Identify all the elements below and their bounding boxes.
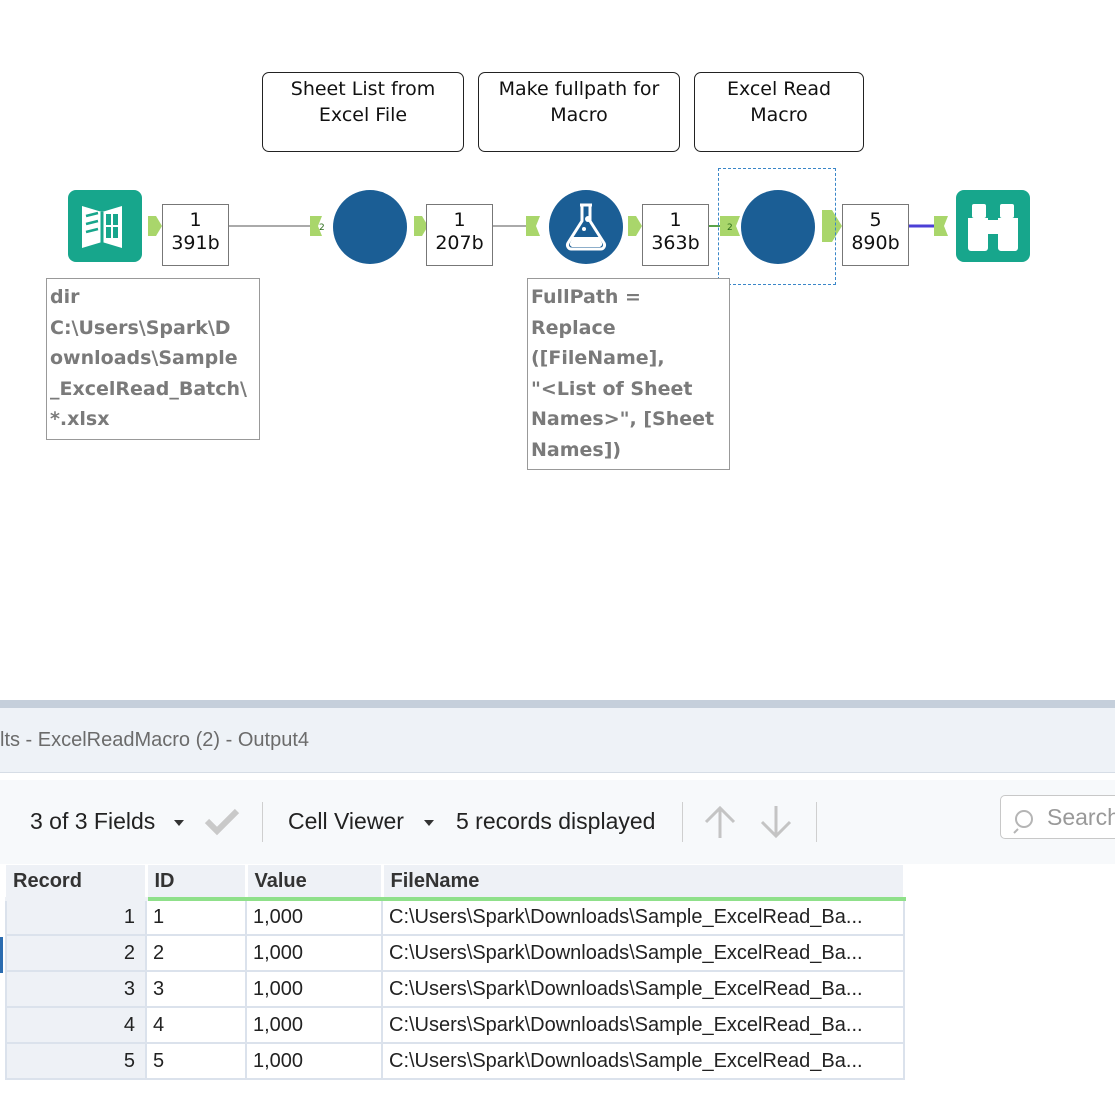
record-cell[interactable]: 4 <box>5 1006 147 1044</box>
data-size: 890b <box>851 232 900 254</box>
search-input[interactable]: Search <box>1000 795 1115 839</box>
table-row[interactable]: 2 2 1,000 C:\Users\Spark\Downloads\Sampl… <box>5 934 905 972</box>
results-title-bar: lts - ExcelReadMacro (2) - Output4 <box>0 708 1115 773</box>
filename-cell[interactable]: C:\Users\Spark\Downloads\Sample_ExcelRea… <box>381 1006 905 1044</box>
data-size: 391b <box>171 232 220 254</box>
results-table: Record ID Value FileName 1 1 1,000 C:\Us… <box>5 865 906 1080</box>
toolbar-divider <box>816 802 817 842</box>
input-anchor[interactable] <box>526 216 540 236</box>
output-anchor[interactable] <box>628 216 642 236</box>
macro-tool-icon[interactable] <box>332 189 408 270</box>
table-row[interactable]: 4 4 1,000 C:\Users\Spark\Downloads\Sampl… <box>5 1006 905 1044</box>
table-header-row: Record ID Value FileName <box>6 865 906 901</box>
id-cell[interactable]: 4 <box>145 1006 247 1044</box>
column-header-id[interactable]: ID <box>146 865 248 901</box>
table-row[interactable]: 1 1 1,000 C:\Users\Spark\Downloads\Sampl… <box>5 898 905 936</box>
filename-cell[interactable]: C:\Users\Spark\Downloads\Sample_ExcelRea… <box>381 970 905 1008</box>
input-anchor[interactable] <box>310 216 322 236</box>
cell-viewer-dropdown[interactable]: Cell Viewer <box>288 808 404 834</box>
chevron-down-icon[interactable] <box>424 820 434 826</box>
connection-wires: 2 2 <box>148 210 948 242</box>
record-count: 1 <box>453 209 466 231</box>
table-row[interactable]: 5 5 1,000 C:\Users\Spark\Downloads\Sampl… <box>5 1042 905 1080</box>
checkmark-icon[interactable] <box>204 806 240 841</box>
filename-cell[interactable]: C:\Users\Spark\Downloads\Sample_ExcelRea… <box>381 1042 905 1080</box>
toolbar-divider <box>262 802 263 842</box>
data-size: 363b <box>651 232 700 254</box>
search-icon <box>1013 808 1039 839</box>
filename-cell[interactable]: C:\Users\Spark\Downloads\Sample_ExcelRea… <box>381 934 905 972</box>
record-cell[interactable]: 1 <box>5 898 147 936</box>
id-cell[interactable]: 5 <box>145 1042 247 1080</box>
output-anchor[interactable] <box>148 216 162 236</box>
connection-count: 1 363b <box>642 204 709 266</box>
directory-tool-icon[interactable] <box>68 190 142 267</box>
value-cell[interactable]: 1,000 <box>245 1006 383 1044</box>
directory-annotation: dir C:\Users\Spark\D ownloads\Sample _Ex… <box>46 278 260 440</box>
value-cell[interactable]: 1,000 <box>245 970 383 1008</box>
column-header-value[interactable]: Value <box>246 865 384 901</box>
comment-excel-read[interactable]: Excel Read Macro <box>694 72 864 152</box>
records-displayed: 5 records displayed <box>456 808 656 834</box>
results-toolbar: 3 of 3 Fields Cell Viewer 5 records disp… <box>0 780 1115 864</box>
search-placeholder: Search <box>1047 804 1115 830</box>
value-cell[interactable]: 1,000 <box>245 898 383 936</box>
id-cell[interactable]: 1 <box>145 898 247 936</box>
record-count: 5 <box>869 209 882 231</box>
column-header-record[interactable]: Record <box>6 865 148 901</box>
svg-text:2: 2 <box>727 223 733 233</box>
output-anchor[interactable] <box>414 216 428 236</box>
value-cell[interactable]: 1,000 <box>245 934 383 972</box>
row-selection-indicator <box>0 937 3 973</box>
fields-selector[interactable]: 3 of 3 Fields <box>30 808 156 834</box>
connection-count: 1 207b <box>426 204 493 266</box>
input-anchor[interactable] <box>720 216 740 236</box>
formula-tool-icon[interactable] <box>548 189 624 270</box>
connection-count: 1 391b <box>162 204 229 266</box>
id-cell[interactable]: 2 <box>145 934 247 972</box>
value-cell[interactable]: 1,000 <box>245 1042 383 1080</box>
record-cell[interactable]: 3 <box>5 970 147 1008</box>
column-header-filename[interactable]: FileName <box>382 865 906 901</box>
connection-count: 5 890b <box>842 204 909 266</box>
panel-splitter[interactable] <box>0 700 1115 708</box>
workflow-canvas[interactable]: 2 2 Sheet List from Excel File Make full… <box>0 0 1115 700</box>
data-size: 207b <box>435 232 484 254</box>
input-anchor[interactable] <box>934 216 948 236</box>
svg-text:2: 2 <box>319 223 325 233</box>
arrow-up-icon[interactable] <box>702 804 738 845</box>
binoculars-icon[interactable] <box>956 190 1030 267</box>
output-anchor[interactable] <box>822 210 842 242</box>
chevron-down-icon[interactable] <box>174 820 184 826</box>
comment-sheet-list[interactable]: Sheet List from Excel File <box>262 72 464 152</box>
table-row[interactable]: 3 3 1,000 C:\Users\Spark\Downloads\Sampl… <box>5 970 905 1008</box>
filename-cell[interactable]: C:\Users\Spark\Downloads\Sample_ExcelRea… <box>381 898 905 936</box>
id-cell[interactable]: 3 <box>145 970 247 1008</box>
results-panel: lts - ExcelReadMacro (2) - Output4 3 of … <box>0 700 1115 1120</box>
formula-annotation: FullPath = Replace ([FileName], "<List o… <box>527 278 730 470</box>
comment-fullpath[interactable]: Make fullpath for Macro <box>478 72 680 152</box>
toolbar-divider <box>682 802 683 842</box>
record-count: 1 <box>669 209 682 231</box>
record-cell[interactable]: 2 <box>5 934 147 972</box>
macro-tool-icon[interactable] <box>740 189 816 270</box>
selected-tool-frame[interactable] <box>718 168 836 285</box>
record-count: 1 <box>189 209 202 231</box>
results-title: lts - ExcelReadMacro (2) - Output4 <box>0 729 309 751</box>
arrow-down-icon[interactable] <box>758 804 794 845</box>
record-cell[interactable]: 5 <box>5 1042 147 1080</box>
